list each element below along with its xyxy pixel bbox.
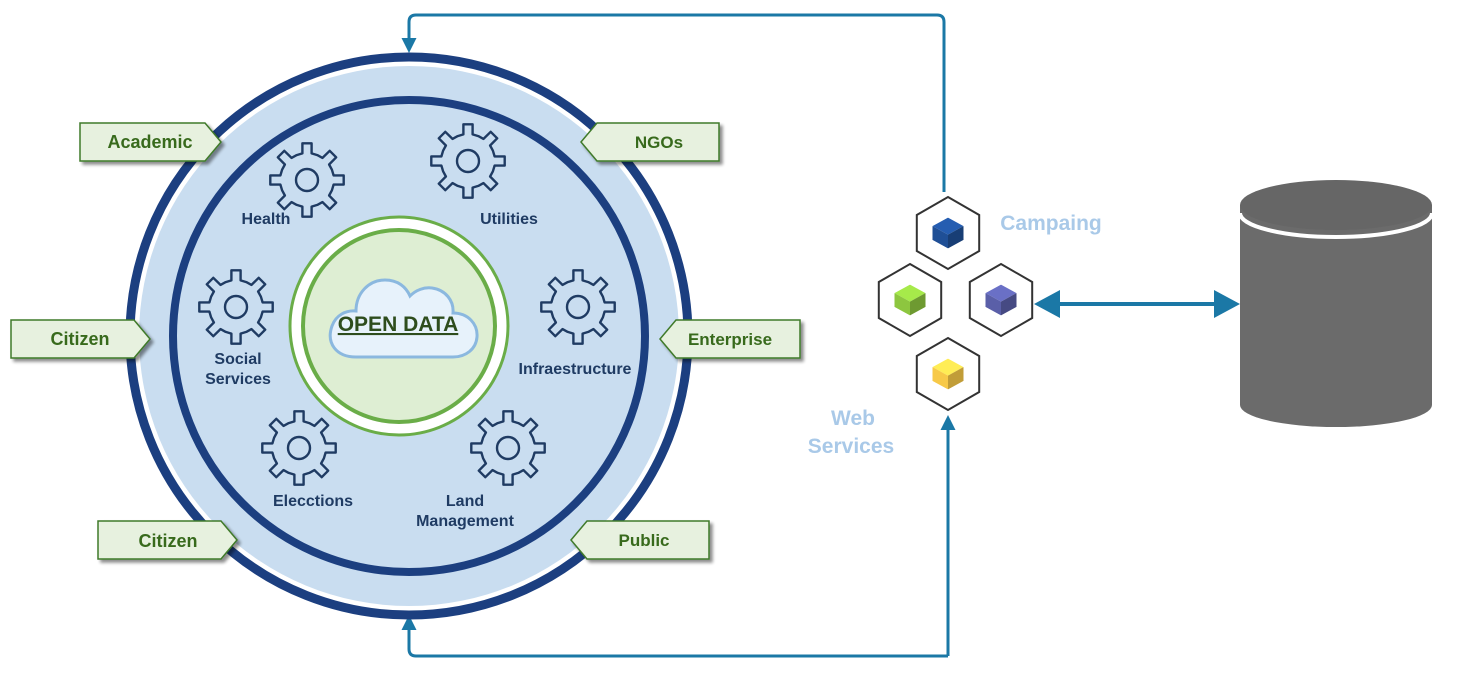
tag-label: Citizen: [138, 531, 197, 551]
gear-outline: [430, 123, 506, 199]
top-connector: [401, 13, 946, 192]
database-link-arrow-right: [1214, 290, 1240, 318]
module-purple: [968, 262, 1034, 338]
sector-utilities: Utilities: [430, 123, 538, 228]
tag-label: NGOs: [635, 133, 683, 152]
database-icon: [1238, 180, 1434, 427]
sector-infraestructure: Infraestructure: [519, 269, 632, 378]
cube-left-face: [932, 366, 948, 390]
gear-hub: [495, 435, 521, 461]
stakeholder-tags: Academic NGOs Citizen Enterprise Citizen…: [10, 122, 801, 560]
sector-label: Elecctions: [273, 493, 353, 510]
gear-icon: [261, 410, 337, 486]
tag-academic: Academic: [79, 122, 222, 162]
cube-top-face: [932, 217, 964, 235]
cube-outline: [931, 357, 965, 391]
database-link-arrow-left: [1034, 290, 1060, 318]
cube-left-face: [985, 292, 1001, 316]
database-body: [1240, 205, 1432, 427]
campaign-label: Campaing: [1000, 212, 1102, 235]
sector-label: Health: [242, 211, 291, 228]
tag-citizen-left: Citizen: [10, 319, 151, 359]
tag-public: Public: [570, 520, 710, 560]
tag-citizen-bottom: Citizen: [97, 520, 238, 560]
tag-label: Citizen: [50, 329, 109, 349]
cube-right-face: [910, 292, 926, 316]
tag-label: Enterprise: [688, 330, 772, 349]
cube-right-face: [1001, 292, 1017, 316]
module-yellow: [915, 336, 981, 412]
bottom-connector: [401, 615, 948, 658]
open-data-core: OPEN DATA: [288, 215, 510, 437]
gear-outline: [470, 410, 546, 486]
sector-elecctions: Elecctions: [261, 410, 353, 510]
service-modules: Campaing Web Services: [808, 195, 1102, 458]
cube-left-face: [932, 225, 948, 249]
cube-outline: [893, 283, 927, 317]
sector-label: Utilities: [480, 211, 538, 228]
database-top: [1240, 180, 1432, 230]
tag-label: Academic: [107, 132, 192, 152]
open-data-label: OPEN DATA: [338, 313, 459, 336]
gear-icon: [540, 269, 616, 345]
tag-label: Public: [618, 531, 669, 550]
sector-land-management: Land Management: [416, 410, 546, 530]
gear-outline: [540, 269, 616, 345]
gear-icon: [198, 269, 274, 345]
gear-icon: [269, 142, 345, 218]
sector-health: Health: [242, 142, 345, 228]
module-blue: [915, 195, 981, 271]
sector-label-line-1: Land: [446, 493, 484, 510]
sector-label-line-2: Services: [205, 371, 271, 388]
gear-outline: [269, 142, 345, 218]
database-divider: [1238, 212, 1434, 239]
sector-label-line-1: Social: [214, 351, 261, 368]
gear-hub: [455, 148, 481, 174]
gear-hub: [294, 167, 320, 193]
cube-left-face: [894, 292, 910, 316]
gear-hub: [286, 435, 312, 461]
gear-hub: [223, 294, 249, 320]
sector-label-line-2: Management: [416, 513, 514, 530]
connectors: [401, 13, 1240, 658]
web-services-label-line-2: Services: [808, 435, 894, 458]
cube-outline: [984, 283, 1018, 317]
web-services-label-line-1: Web: [831, 407, 875, 430]
gear-icon: [470, 410, 546, 486]
gear-icon: [430, 123, 506, 199]
gear-outline: [261, 410, 337, 486]
sector-social-services: Social Services: [198, 269, 274, 388]
cloud-icon: [328, 278, 479, 359]
cube-outline: [931, 216, 965, 250]
sector-gears: Health Utilities Social Services Infraes…: [198, 123, 632, 530]
tag-enterprise: Enterprise: [659, 319, 801, 359]
module-green: [877, 262, 943, 338]
gear-outline: [198, 269, 274, 345]
gear-hub: [565, 294, 591, 320]
cube-right-face: [948, 225, 964, 249]
tag-ngos: NGOs: [580, 122, 720, 162]
cube-right-face: [948, 366, 964, 390]
sector-label: Infraestructure: [519, 361, 632, 378]
